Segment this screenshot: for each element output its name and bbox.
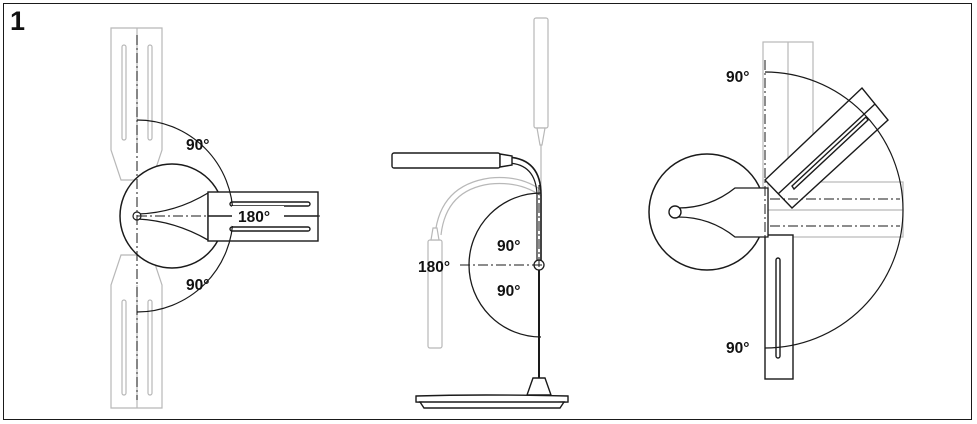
right-label-lower-90: 90°: [726, 340, 749, 357]
middle-label-upper-90: 90°: [497, 238, 520, 255]
right-top-view: 90° 90°: [648, 41, 904, 380]
figure-number: 1: [10, 6, 26, 36]
middle-label-lower-90: 90°: [497, 283, 520, 300]
middle-gooseneck: [505, 156, 542, 262]
left-label-upper-90: 90°: [186, 137, 209, 154]
figure-frame: [3, 3, 972, 420]
left-label-lower-90: 90°: [186, 277, 209, 294]
middle-ghost-up: [533, 17, 549, 262]
right-lamp-head-down: [764, 234, 794, 380]
right-lamp-neck: [677, 187, 769, 238]
middle-side-view: 90° 180° 90°: [391, 17, 569, 409]
middle-label-180: 180°: [418, 259, 450, 276]
left-top-view: 90° 180° 90°: [110, 27, 320, 409]
left-label-180: 180°: [238, 209, 270, 226]
right-pivot: [668, 205, 682, 219]
middle-foot: [415, 377, 569, 409]
right-label-upper-90: 90°: [726, 69, 749, 86]
right-lamp-head-diagonal: [764, 86, 889, 209]
middle-lamp-head: [391, 152, 513, 169]
middle-ghost-left: [427, 176, 542, 349]
right-rotation-arc: [764, 71, 904, 349]
